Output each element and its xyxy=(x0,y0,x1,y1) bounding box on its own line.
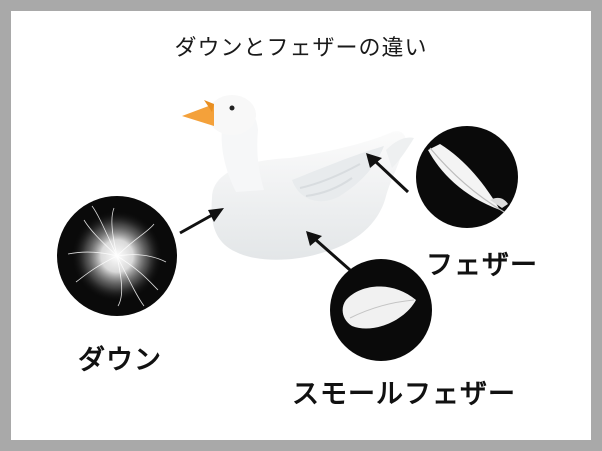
arrow-down-to-goose xyxy=(179,208,224,235)
feather-label: フェザー xyxy=(426,250,538,281)
down-photo-icon xyxy=(57,196,177,316)
small-feather-label: スモールフェザー xyxy=(292,379,516,410)
arrow-feather-to-goose xyxy=(366,153,410,194)
page-title: ダウンとフェザーの違い xyxy=(174,36,428,61)
goose-icon xyxy=(182,95,414,260)
feather-photo-icon xyxy=(416,126,518,228)
small-feather-photo-icon xyxy=(330,259,432,361)
arrow-small-feather-to-goose xyxy=(306,231,351,272)
down-label: ダウン xyxy=(78,345,162,376)
